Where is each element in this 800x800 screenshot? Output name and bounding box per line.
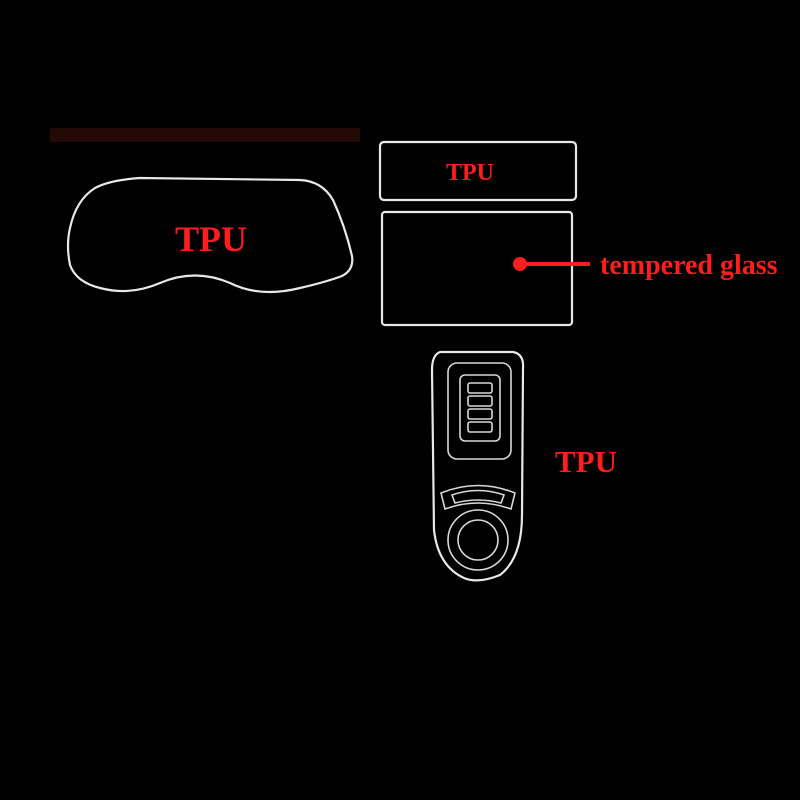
gear-panel-outline (447, 362, 512, 460)
cluster-protector-outline (66, 176, 354, 294)
top-strip-protector-outline (378, 140, 578, 202)
console-protector (430, 350, 525, 582)
console-protector-outline (430, 350, 525, 582)
faint-bar (50, 128, 360, 142)
cluster-material-label: TPU (175, 219, 247, 259)
arc-cutout-inner (450, 489, 506, 504)
knob-ring-outer (447, 509, 509, 571)
gear-selector-outline (459, 374, 501, 442)
knob-ring-inner (457, 519, 499, 561)
arc-cutout-outer (440, 484, 516, 511)
gear-slot-3 (467, 408, 493, 420)
screen-material-label: tempered glass (600, 250, 778, 281)
gear-slot-4 (467, 421, 493, 433)
top-strip-material-label: TPU (446, 160, 494, 186)
console-material-label: TPU (555, 444, 617, 479)
gear-slot-1 (467, 382, 493, 394)
screen-protector-outline (380, 210, 574, 327)
gear-slot-2 (467, 395, 493, 407)
